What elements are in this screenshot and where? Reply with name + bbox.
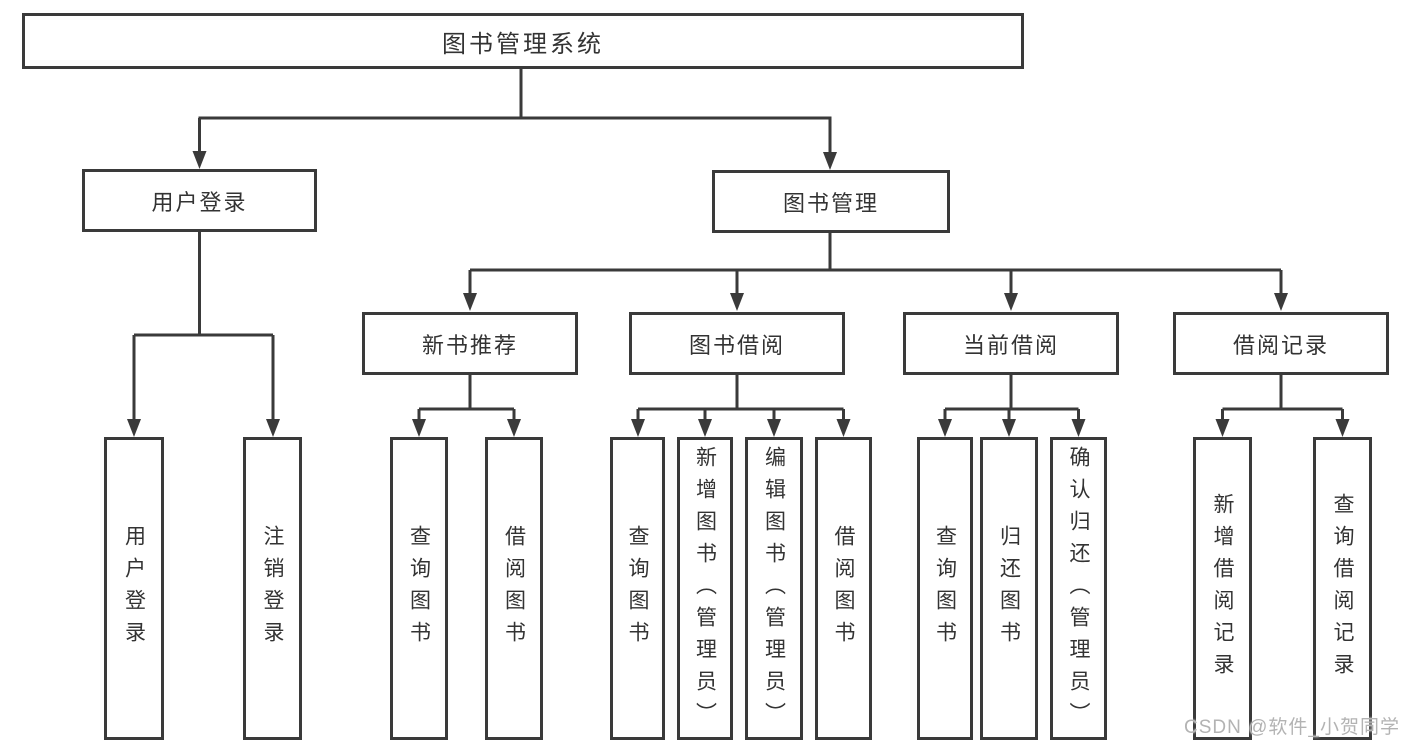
leaf-logout: 注销登录 bbox=[243, 437, 302, 740]
node-book-borrow: 图书借阅 bbox=[629, 312, 845, 375]
leaf-current-query-books: 查询图书 bbox=[917, 437, 973, 740]
node-borrow-records: 借阅记录 bbox=[1173, 312, 1389, 375]
leaf-current-return-books: 归还图书 bbox=[980, 437, 1038, 740]
node-new-book-recommend: 新书推荐 bbox=[362, 312, 578, 375]
leaf-borrow-borrow-books: 借阅图书 bbox=[815, 437, 872, 740]
arrowheads bbox=[127, 151, 1350, 437]
leaf-borrow-query-books: 查询图书 bbox=[610, 437, 665, 740]
leaf-user-login: 用户登录 bbox=[104, 437, 164, 740]
leaf-records-query-record: 查询借阅记录 bbox=[1313, 437, 1372, 740]
node-library-system: 图书管理系统 bbox=[22, 13, 1024, 69]
leaf-recommend-borrow-books: 借阅图书 bbox=[485, 437, 543, 740]
node-current-borrow: 当前借阅 bbox=[903, 312, 1119, 375]
leaf-borrow-edit-books-admin: 编辑图书（管理员） bbox=[745, 437, 803, 740]
leaf-borrow-add-books-admin: 新增图书（管理员） bbox=[677, 437, 733, 740]
leaf-recommend-query-books: 查询图书 bbox=[390, 437, 448, 740]
leaf-current-confirm-return-admin: 确认归还（管理员） bbox=[1050, 437, 1107, 740]
leaf-records-add-record: 新增借阅记录 bbox=[1193, 437, 1252, 740]
node-book-management: 图书管理 bbox=[712, 170, 950, 233]
node-user-login: 用户登录 bbox=[82, 169, 317, 232]
watermark-text: CSDN @软件_小贺同学 bbox=[1184, 717, 1400, 738]
